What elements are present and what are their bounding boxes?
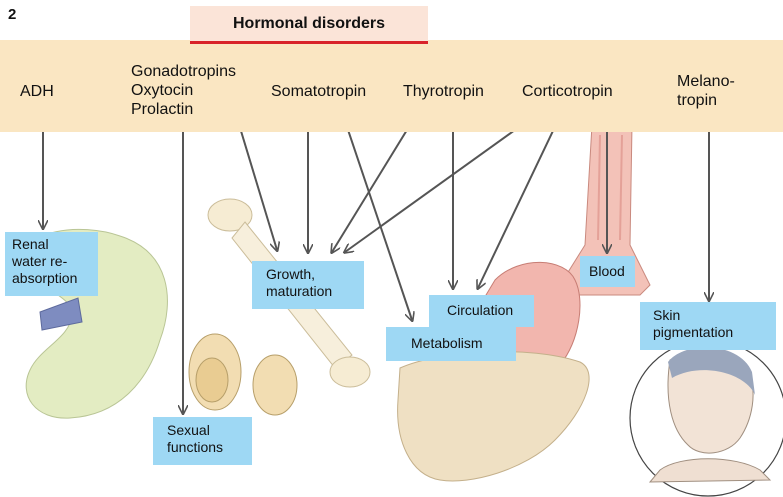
target-skin-line1: Skin (653, 307, 763, 324)
hormone-group-melanotropin: Melano- tropin (677, 72, 735, 110)
target-growth-line1: Growth, (266, 266, 350, 283)
liver-illustration (398, 352, 589, 481)
target-skin-pigmentation: Skin pigmentation (640, 302, 776, 350)
hormone-prolactin: Prolactin (131, 100, 236, 119)
hormone-adh: ADH (20, 82, 54, 101)
hormone-somatotropin: Somatotropin (271, 82, 366, 101)
title-box: Hormonal disorders (190, 6, 428, 44)
hormone-thyrotropin: Thyrotropin (403, 82, 484, 101)
target-metabolism: Metabolism (386, 327, 516, 361)
target-sexual-functions: Sexual functions (153, 417, 252, 465)
hormone-band (0, 40, 783, 132)
target-blood: Blood (580, 256, 635, 287)
hormone-gonadotropins: Gonadotropins (131, 62, 236, 81)
target-sexual-line1: Sexual (167, 422, 238, 439)
target-growth-line2: maturation (266, 283, 350, 300)
figure-number: 2 (8, 6, 16, 23)
target-growth-maturation: Growth, maturation (252, 261, 364, 309)
target-renal-line2: water re- (12, 253, 91, 270)
arrow-corticotropin-circulation (478, 112, 562, 288)
hormone-group-gonadotropins: Gonadotropins Oxytocin Prolactin (131, 62, 236, 119)
target-renal-line1: Renal (12, 236, 91, 253)
target-skin-line2: pigmentation (653, 324, 763, 341)
hormone-oxytocin: Oxytocin (131, 81, 236, 100)
target-renal-line3: absorption (12, 270, 91, 287)
testes-illustration (189, 334, 297, 415)
face-illustration (630, 340, 783, 496)
page-title: Hormonal disorders (233, 15, 385, 33)
target-renal-water-reabsorption: Renal water re- absorption (5, 232, 98, 296)
target-sexual-line2: functions (167, 439, 238, 456)
hormone-melanotropin-line1: Melano- (677, 72, 735, 91)
hormone-melanotropin-line2: tropin (677, 91, 735, 110)
hormone-corticotropin: Corticotropin (522, 82, 613, 101)
target-circulation: Circulation (429, 295, 534, 327)
